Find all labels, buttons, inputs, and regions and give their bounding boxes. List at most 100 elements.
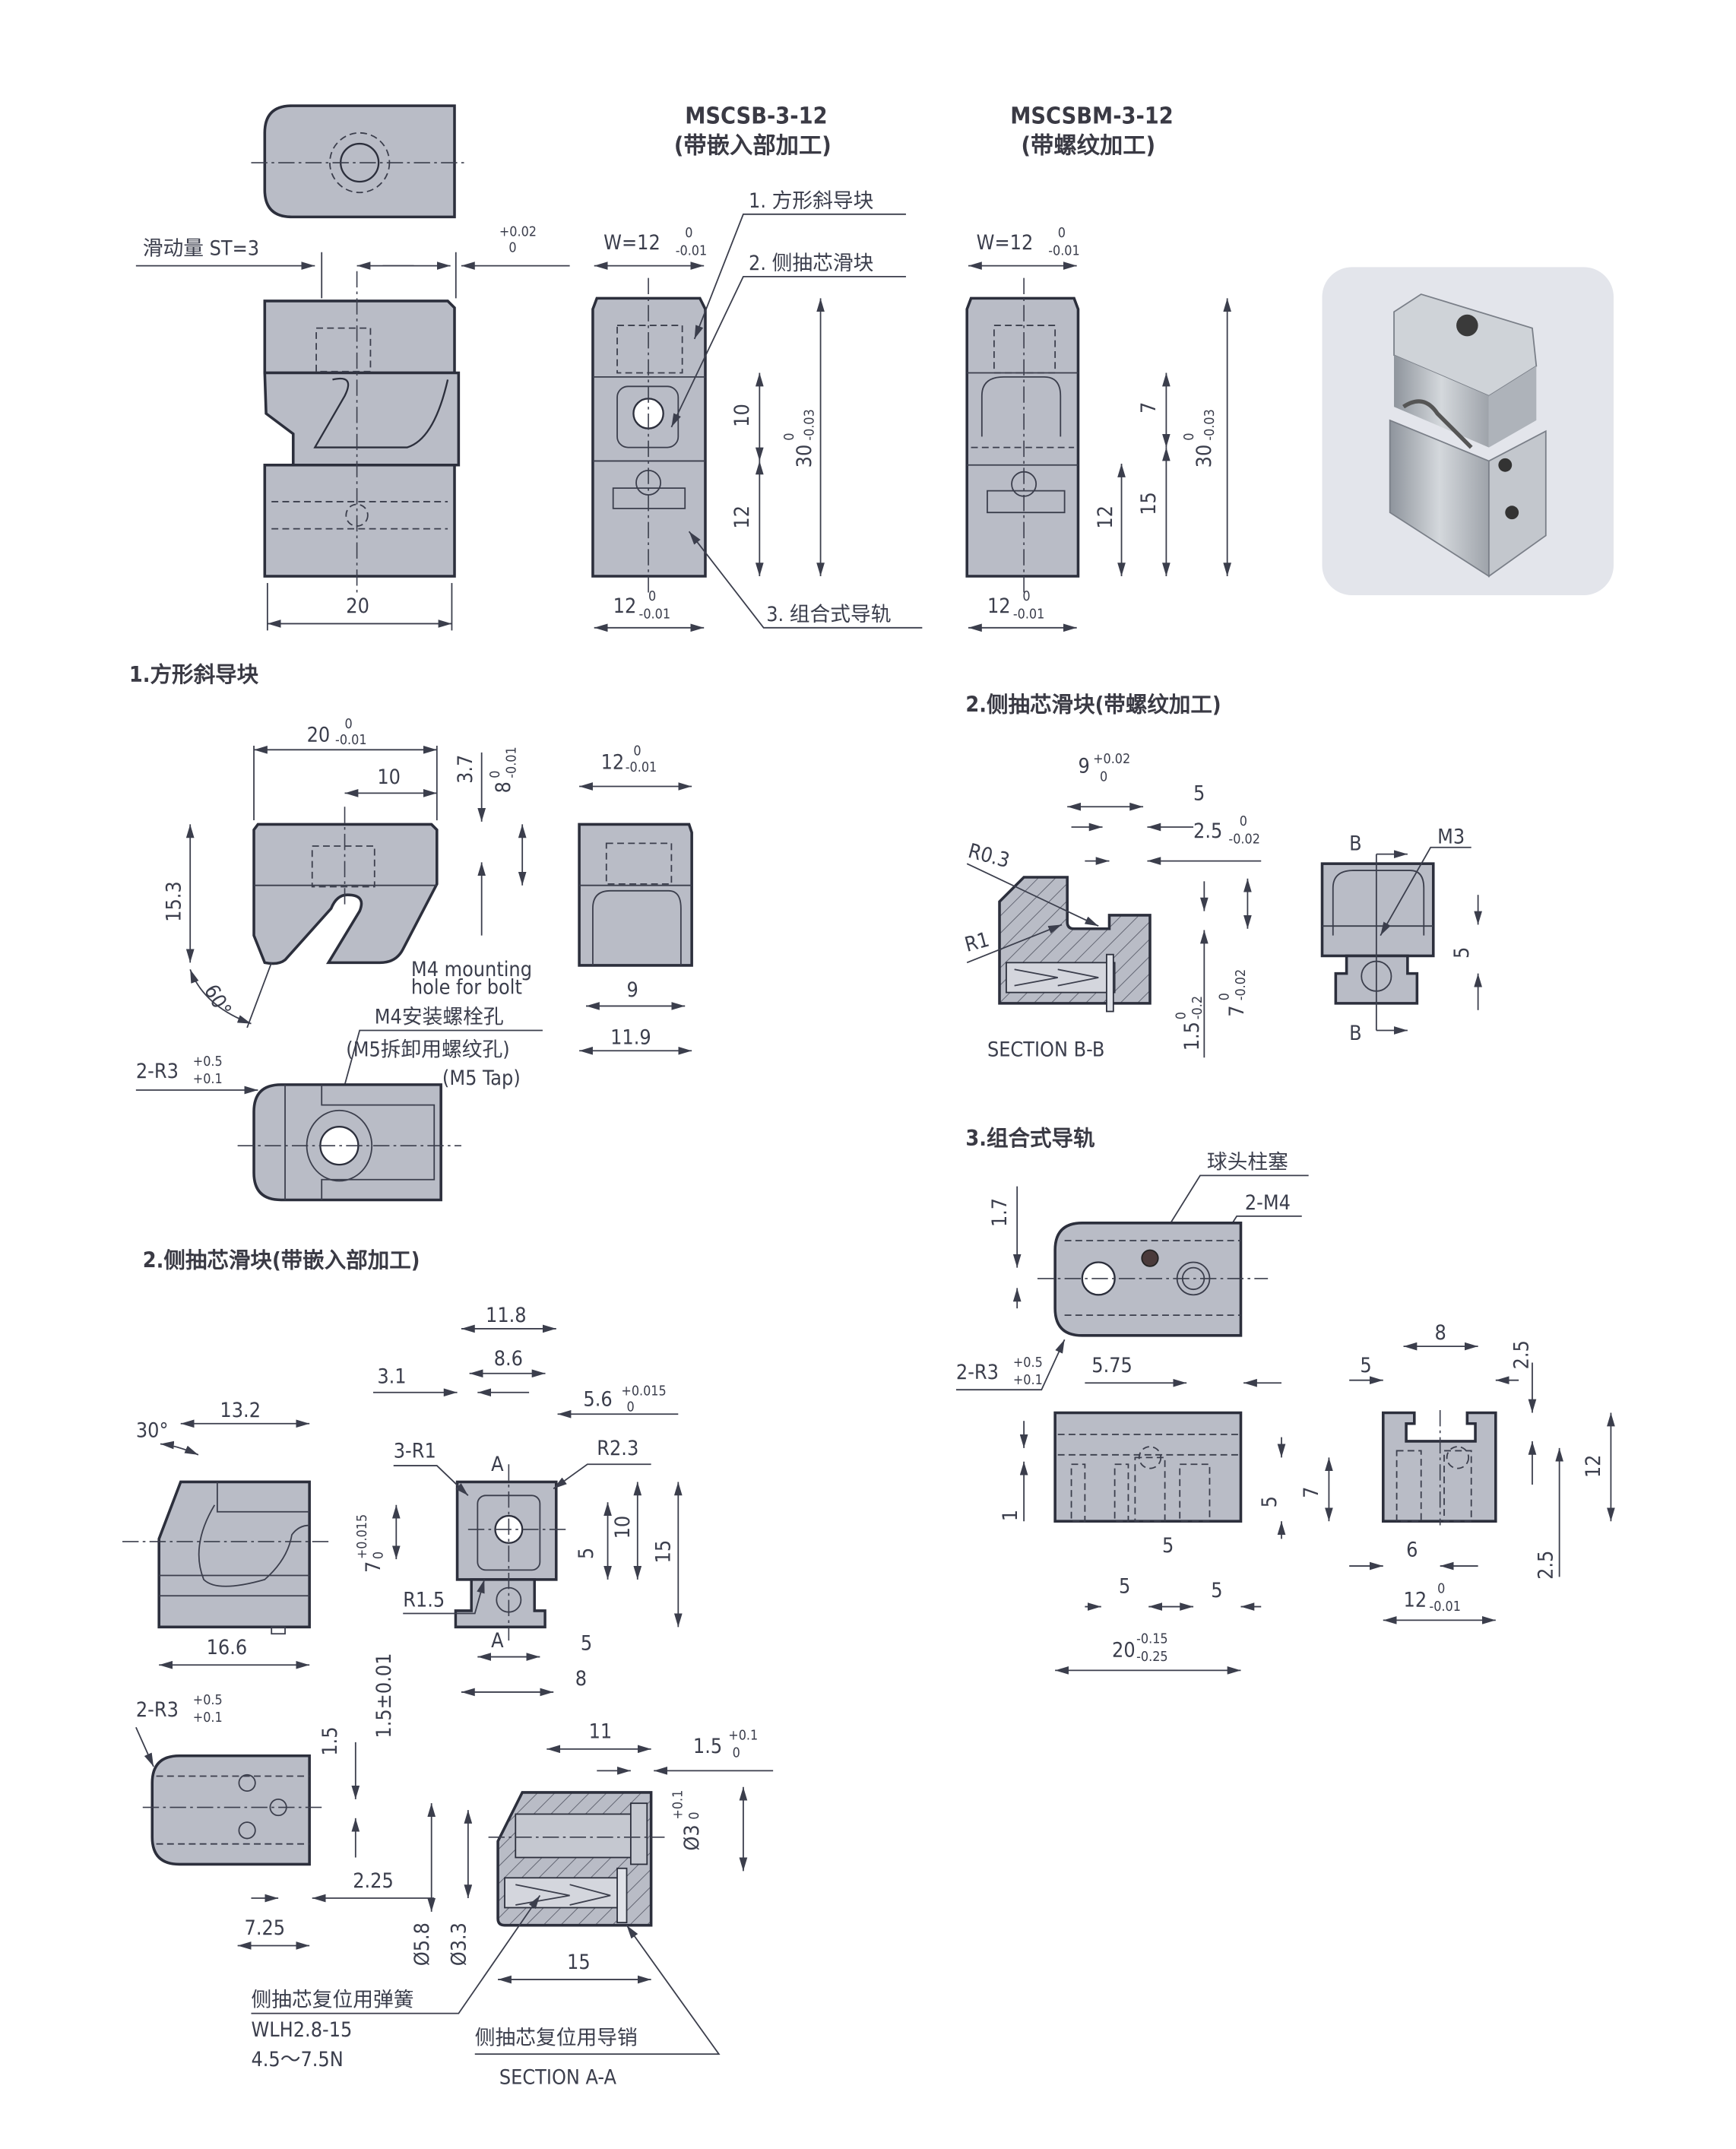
m3-label: M3 (1437, 825, 1465, 848)
tol-upper: +0.5 (1013, 1355, 1043, 1371)
dim-8: 8 (575, 1667, 587, 1691)
section-a-bottom: A (491, 1629, 504, 1653)
dim-12: 12 (601, 750, 625, 774)
tol-upper: +0.1 (670, 1790, 686, 1820)
tol-lower: -0.01 (676, 242, 708, 258)
stroke-tol-lower: 0 (508, 240, 516, 256)
dim-30-thread: 30 (1193, 445, 1216, 468)
callout-2: 2. 侧抽芯滑块 (749, 252, 873, 275)
slider-bottom-view (142, 1754, 326, 1866)
dim-15: 15 (652, 1540, 676, 1564)
dim-1-5-tol: 1.5±0.01 (372, 1653, 396, 1739)
dim-16-6: 16.6 (207, 1636, 248, 1659)
dim-9: 9 (1078, 755, 1089, 778)
dim-5-75: 5.75 (1091, 1354, 1133, 1377)
ball-plunger-label: 球头柱塞 (1207, 1150, 1288, 1174)
section-a-top: A (491, 1453, 504, 1476)
dim-15: 15 (1137, 492, 1161, 515)
dim-w12-insert: W=12 (603, 231, 661, 255)
tol-upper: 0 (633, 743, 641, 759)
dim-8-6: 8.6 (494, 1347, 523, 1371)
product-photo (1322, 267, 1614, 595)
stroke-label: 滑动量 ST=3 (143, 236, 259, 260)
dim-13-2: 13.2 (220, 1399, 261, 1422)
dim-12-thread: 12 (1094, 506, 1117, 529)
dim-1-5: 1.5 (1180, 1022, 1204, 1051)
model-note-insert: (带嵌入部加工) (674, 133, 832, 160)
tol-lower: -0.01 (1048, 242, 1080, 258)
dim-20: 20 (307, 724, 331, 747)
section-3-title: 3.组合式导轨 (965, 1126, 1095, 1151)
dim-11-9: 11.9 (610, 1025, 651, 1049)
dim-11: 11 (589, 1720, 613, 1744)
model-code-insert: MSCSB-3-12 (685, 103, 827, 129)
dim-2-5-bottom: 2.5 (1535, 1551, 1558, 1580)
phi-3-3: Ø3.3 (447, 1922, 470, 1966)
dim-10: 10 (730, 404, 754, 427)
dim-1-5: 1.5 (318, 1726, 342, 1755)
dim-10: 10 (377, 765, 401, 789)
dim-1: 1 (999, 1510, 1022, 1521)
m5-note-cn: (M5拆卸用螺纹孔) (346, 1038, 509, 1061)
assembly-side-view-insert (591, 277, 707, 597)
section-2b-title: 2.侧抽芯滑块(带螺纹加工) (965, 692, 1221, 717)
spring-force: 4.5～7.5N (251, 2048, 343, 2071)
tol-upper: 0 (1240, 813, 1247, 829)
tol-upper: 0 (1437, 1581, 1445, 1597)
tol-lower: 0 (627, 1399, 635, 1415)
rail-side-view (1381, 1409, 1497, 1526)
tol-lower: -0.02 (1228, 831, 1259, 847)
rail-top-view (1037, 1222, 1269, 1337)
spring-code: WLH2.8-15 (251, 2018, 352, 2042)
dim-3-1: 3.1 (377, 1365, 406, 1388)
tol-lower: +0.1 (193, 1710, 223, 1726)
tol-lower: 0 (733, 1745, 740, 1761)
section-1-title: 1.方形斜导块 (129, 662, 259, 687)
tol-lower: -0.03 (1202, 409, 1218, 440)
section-2a-title: 2.侧抽芯滑块(带嵌入部加工) (143, 1248, 420, 1273)
dim-5v: 5 (1450, 947, 1474, 959)
dim-5: 5 (1193, 781, 1205, 805)
tol-upper: +0.02 (1093, 751, 1130, 767)
assembly-side-view-thread (965, 277, 1080, 597)
tol-lower: -0.25 (1136, 1649, 1167, 1665)
tol-lower: -0.01 (626, 759, 657, 775)
tol-lower: -0.01 (503, 746, 519, 778)
tol-lower: -0.01 (639, 606, 671, 622)
section-b-top: B (1349, 832, 1362, 855)
dim-11-8: 11.8 (486, 1304, 527, 1327)
tol-lower: 0 (1100, 769, 1107, 784)
tol-upper: +0.5 (193, 1692, 223, 1708)
dim-5-6: 5.6 (583, 1388, 612, 1412)
section-b-b-label: SECTION B-B (987, 1038, 1104, 1061)
phi-5-8: Ø5.8 (410, 1922, 434, 1966)
dim-30-insert: 30 (793, 445, 816, 468)
guide-block-front-view (252, 807, 439, 965)
model-code-thread: MSCSBM-3-12 (1010, 103, 1174, 129)
dim-bottom-12-thread: 12 (987, 594, 1011, 618)
callout-3: 3. 组合式导轨 (766, 603, 891, 626)
dim-7: 7 (1137, 402, 1161, 414)
dim-8: 8 (1435, 1321, 1446, 1345)
r3-label: 2-R3 (956, 1361, 999, 1384)
m5-note-en: (M5 Tap) (442, 1067, 521, 1090)
tol-upper: -0.15 (1136, 1631, 1167, 1647)
dim-5-center: 5 (1162, 1534, 1174, 1558)
r1-label: R1 (962, 928, 992, 957)
dim-5v: 5 (575, 1548, 598, 1559)
tol-upper: +0.5 (193, 1054, 223, 1070)
tol-upper: 0 (345, 716, 353, 732)
r3-label: 2-R3 (136, 1698, 179, 1722)
dim-5-slot: 5 (1360, 1354, 1371, 1377)
tol-upper: 0 (781, 433, 797, 440)
model-note-thread: (带螺纹加工) (1022, 133, 1156, 160)
pin-label: 侧抽芯复位用导销 (475, 2027, 638, 2050)
section-a-a-label: SECTION A-A (499, 2065, 617, 2089)
r0-3-label: R0.3 (965, 839, 1012, 873)
tol-lower: -0.01 (1013, 606, 1044, 622)
tol-upper: 0 (1216, 993, 1232, 1000)
angle-30: 30° (136, 1419, 169, 1443)
dim-6: 6 (1406, 1539, 1418, 1562)
tol-lower: +0.1 (193, 1071, 223, 1087)
